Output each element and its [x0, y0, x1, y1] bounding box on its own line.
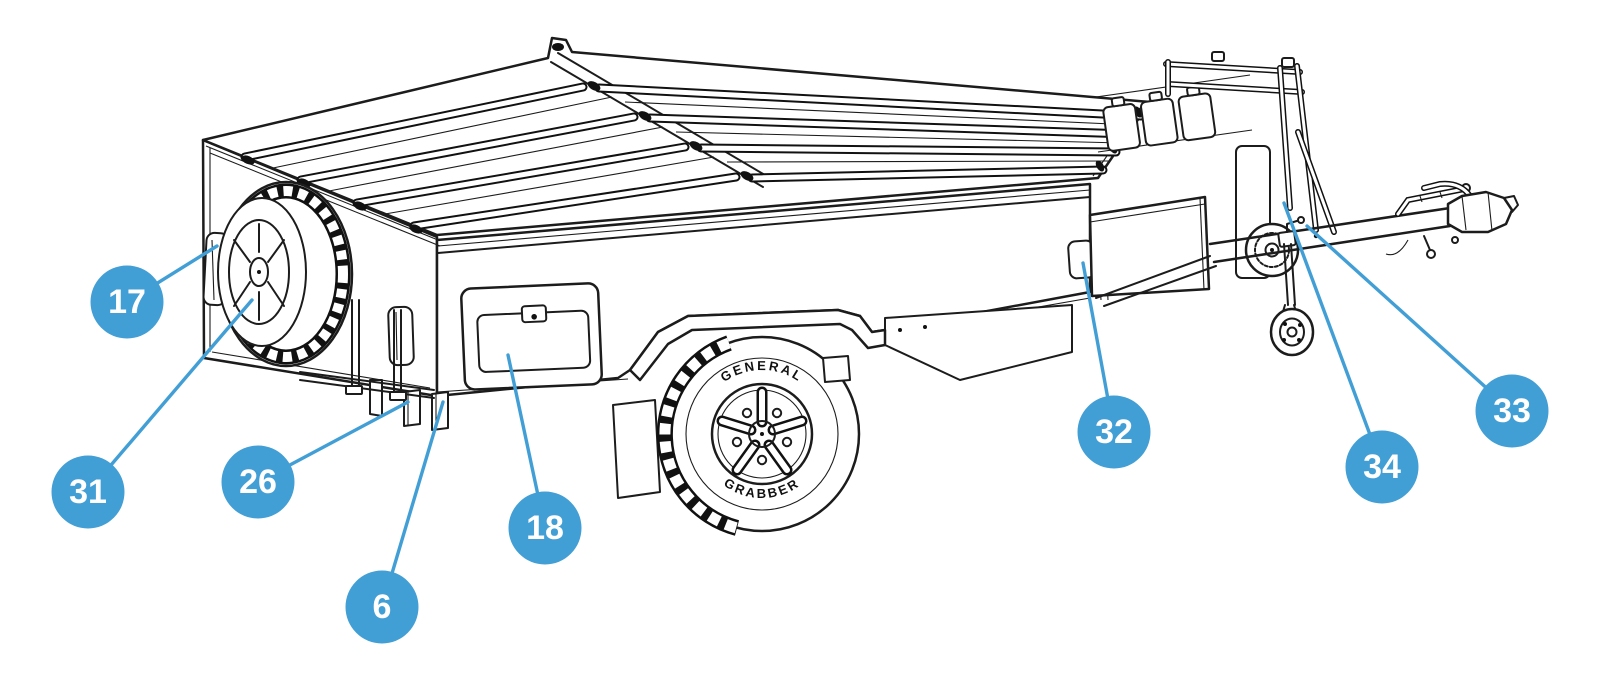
- mudflap: [612, 399, 661, 499]
- lid-ribs-rear: [240, 82, 741, 231]
- callout-line-33: [1305, 224, 1514, 413]
- jockey-wheel: [1269, 216, 1315, 357]
- trailer-drawing: GENERAL GRABBER: [201, 36, 1519, 536]
- callout-bubble-6: [345, 570, 419, 644]
- jerry-cans: [1095, 74, 1253, 153]
- callout-line-31: [86, 298, 254, 494]
- front-rack: [1163, 51, 1337, 235]
- main-wheel: GENERAL GRABBER: [656, 335, 861, 536]
- lid-ribs-front: [594, 83, 1146, 183]
- callout-bubble-31: [51, 455, 125, 529]
- coupling-hitch: [1385, 180, 1519, 259]
- drawbar: [1095, 206, 1452, 307]
- water-tank: [884, 304, 1073, 381]
- door-lock: [531, 313, 537, 320]
- callout-line-34: [1282, 201, 1384, 469]
- callout-number-34: 34: [1363, 448, 1401, 486]
- callout-number-26: 26: [239, 463, 277, 501]
- spare-carrier: [299, 299, 435, 401]
- lid-panels: [201, 36, 1152, 247]
- callout-bubble-26: [221, 445, 295, 519]
- fender-guard: [628, 308, 887, 383]
- lid-rib-caps: [241, 43, 1143, 234]
- marker-light: [822, 355, 851, 383]
- callout-number-31: 31: [69, 473, 107, 511]
- callout-number-6: 6: [373, 588, 392, 626]
- door-hatch: [460, 282, 603, 391]
- callout-number-33: 33: [1493, 392, 1531, 430]
- callout-bubble-34: [1345, 430, 1419, 504]
- callout-bubble-17: [90, 265, 164, 339]
- callout-bubble-32: [1077, 395, 1151, 469]
- callout-number-32: 32: [1095, 413, 1133, 451]
- spare-rim-spokes: [233, 223, 285, 321]
- front-box: [1088, 195, 1211, 298]
- callout-bubble-18: [508, 491, 582, 565]
- callout-bubble-33: [1475, 374, 1549, 448]
- alloy-rim: [710, 382, 814, 486]
- callout-layer: 17 31 26 6 18 32 34 33: [51, 201, 1549, 644]
- rim-spokes: [716, 386, 808, 476]
- callout-number-18: 18: [526, 509, 564, 547]
- spare-wheel: [217, 180, 354, 368]
- callout-number-17: 17: [108, 283, 146, 321]
